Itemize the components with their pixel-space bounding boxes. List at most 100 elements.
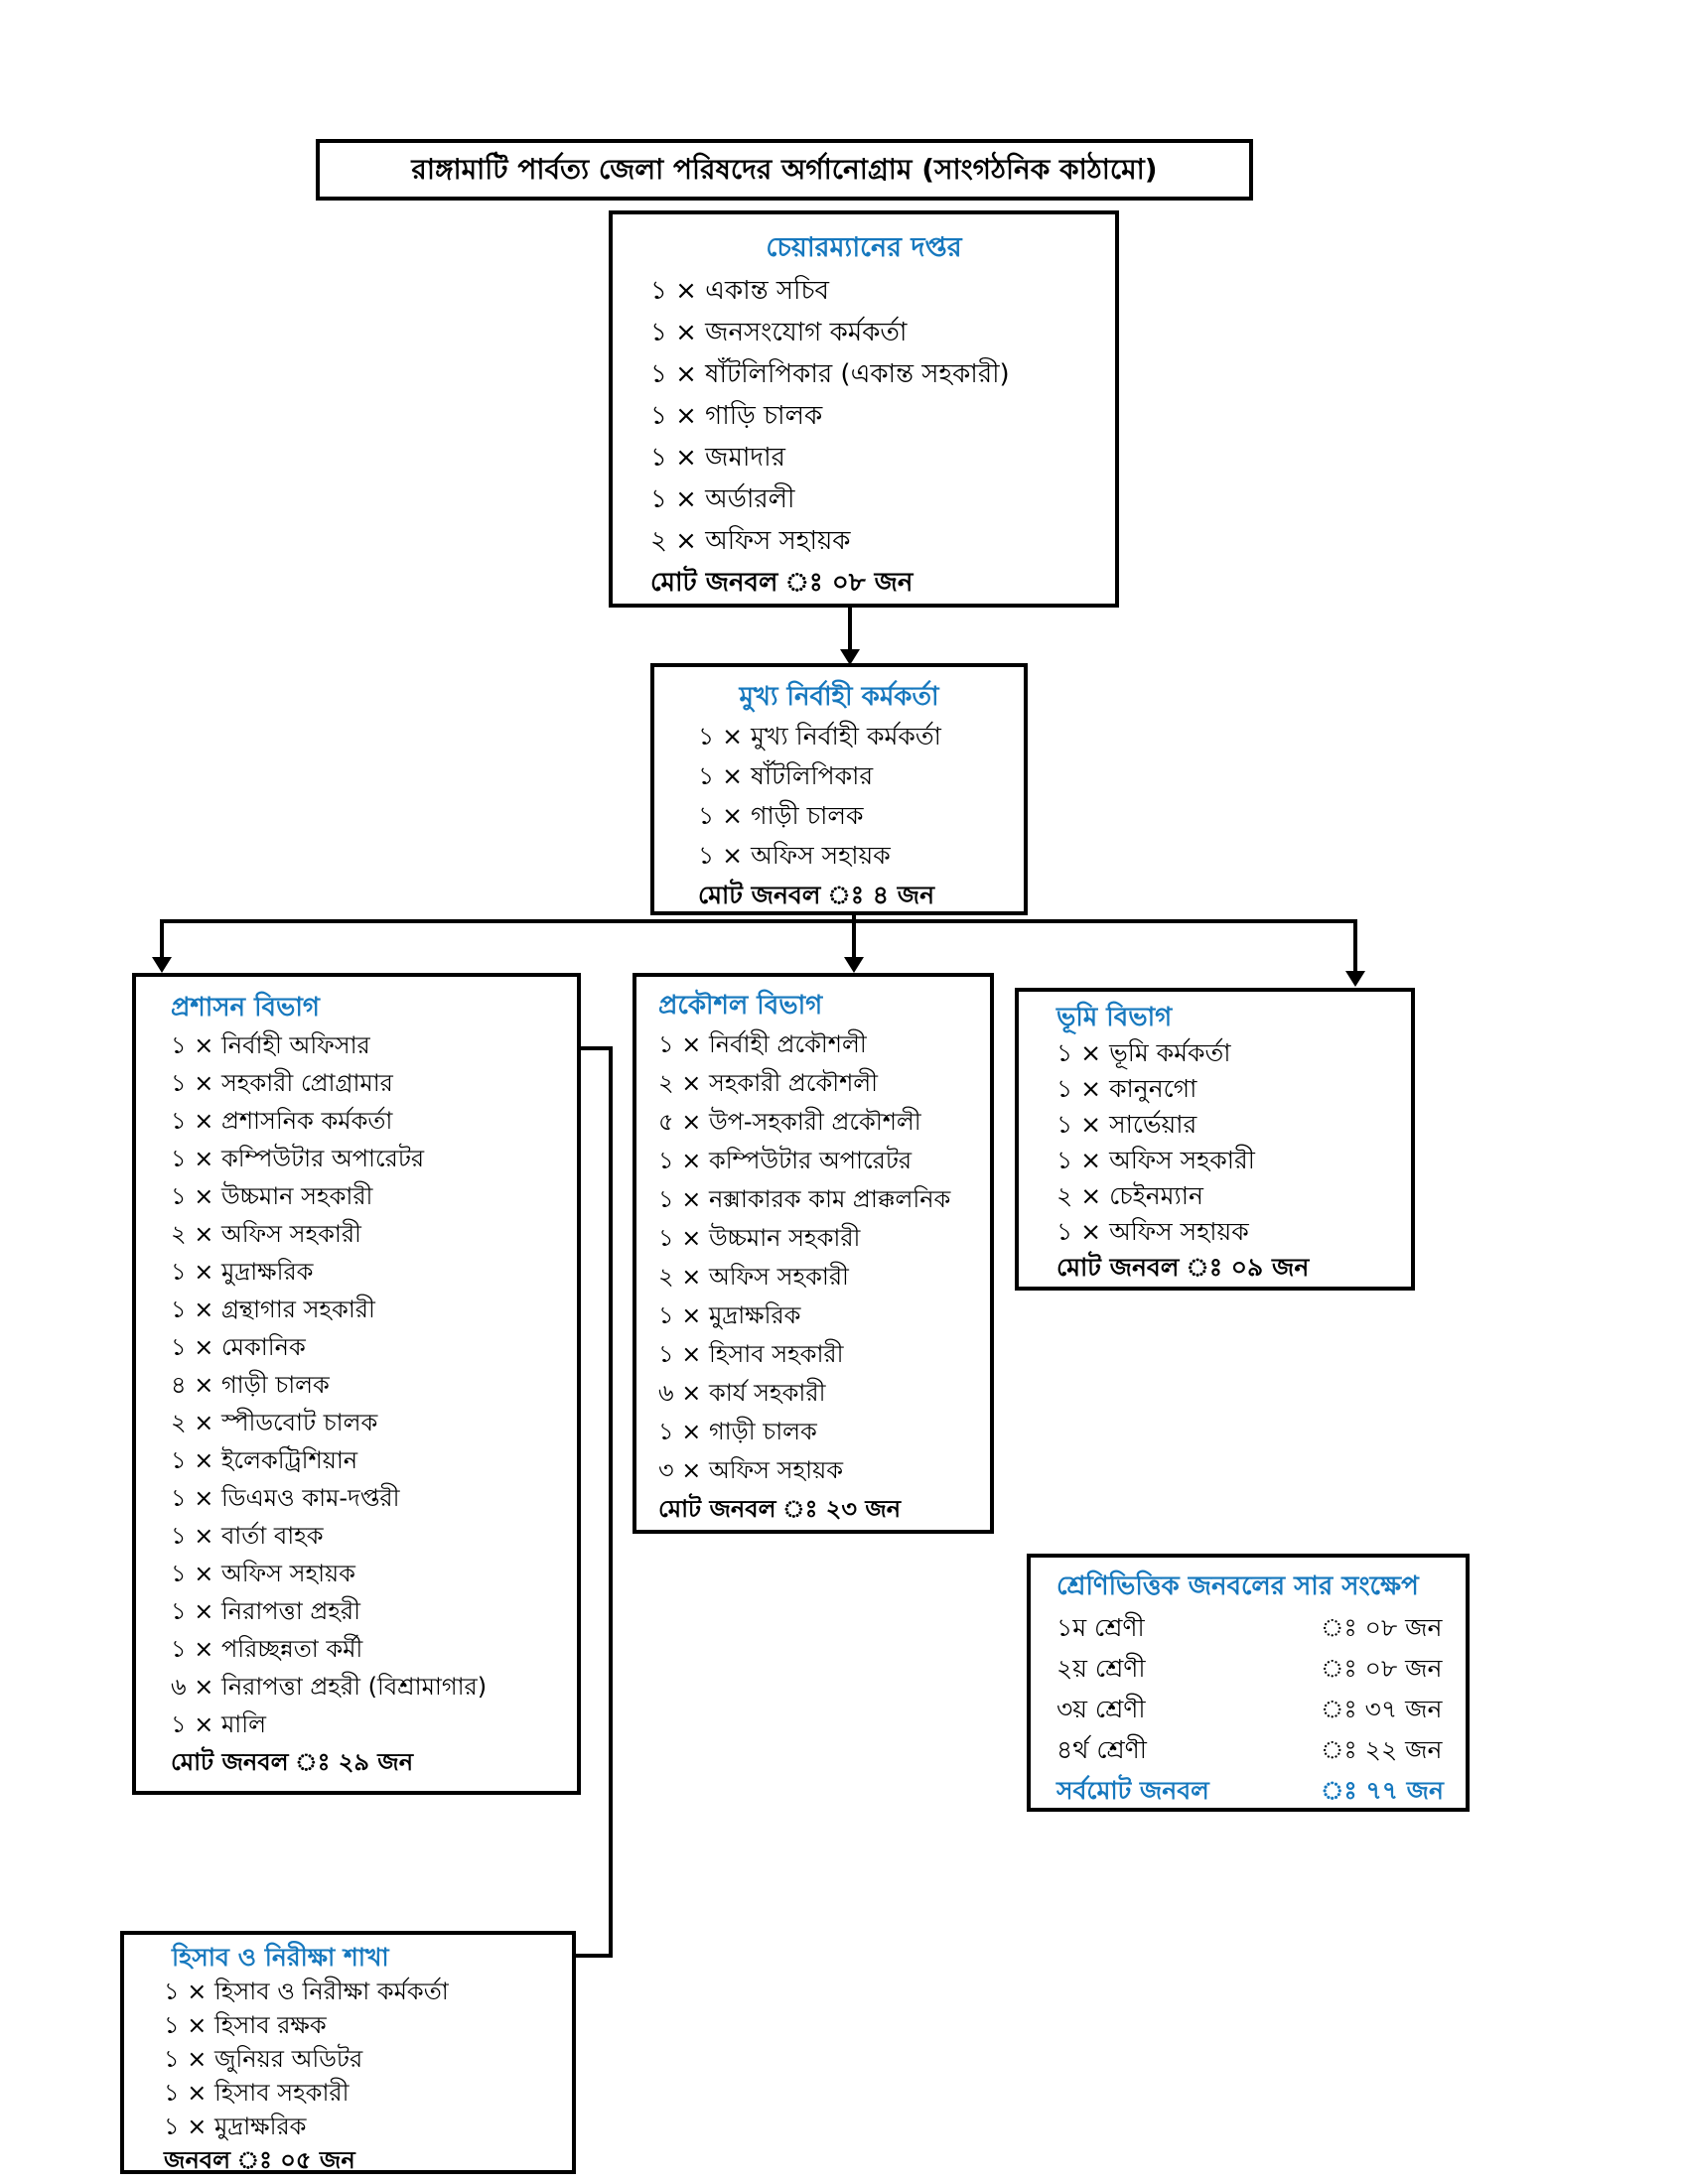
staff-item: ১ × সহকারী প্রোগ্রামার [171,1069,393,1097]
staff-item: ১ × উচ্চমান সহকারী [658,1224,861,1252]
summary-row-class4: ৪র্থ শ্রেণী ঃ ২২ জন [1056,1729,1443,1770]
staff-item: ১ × মালি [171,1710,266,1738]
land-division-total: মোট জনবল ঃ ০৯ জন [1056,1253,1310,1282]
staff-item: ১ × ডিএমও কাম-দপ্তরী [171,1484,400,1512]
manpower-summary-box: শ্রেণিভিত্তিক জনবলের সার সংক্ষেপ ১ম শ্রে… [1027,1554,1470,1812]
admin-to-accounts-stub-top [581,1046,613,1050]
staff-item: ১ × ইলেকট্রিশিয়ান [171,1446,358,1474]
staff-item: ১ × নির্বাহী অফিসার [171,1031,370,1059]
manpower-summary-title: শ্রেণিভিত্তিক জনবলের সার সংক্ষেপ [1056,1571,1419,1601]
chief-executive-items: ১ × মুখ্য নির্বাহী কর্মকর্তা ১ × ষাঁটলিপি… [698,717,1024,876]
summary-row-label: ৩য় শ্রেণী [1056,1695,1146,1723]
staff-item: ১ × প্রশাসনিক কর্মকর্তা [171,1107,393,1135]
staff-item: ১ × মেকানিক [171,1333,306,1361]
admin-to-accounts-line [609,1046,613,1958]
chairman-office-total: মোট জনবল ঃ ০৮ জন [650,568,914,598]
staff-item: ১ × অর্ডারলী [650,484,795,514]
summary-grand-total-label: সর্বমোট জনবল [1056,1776,1209,1805]
staff-item: ১ × কম্পিউটার অপারেটর [658,1147,913,1174]
engineering-division-title: প্রকৌশল বিভাগ [658,991,823,1021]
staff-item: ১ × হিসাব ও নিরীক্ষা কর্মকর্তা [164,1978,449,2005]
page-title: রাঙ্গামাটি পার্বত্য জেলা পরিষদের অর্গানো… [411,153,1158,186]
summary-row-class2: ২য় শ্রেণী ঃ ০৮ জন [1056,1648,1442,1689]
accounts-audit-section-box: হিসাব ও নিরীক্ষা শাখা ১ × হিসাব ও নিরীক্… [120,1931,576,2174]
staff-item: ৬ × কার্য সহকারী [658,1379,826,1407]
summary-row-value: ঃ ০৮ জন [1321,1613,1443,1642]
staff-item: ১ × নক্সাকারক কাম প্রাক্কলনিক [658,1185,951,1213]
summary-row-label: ৪র্থ শ্রেণী [1056,1735,1147,1764]
staff-item: ১ × ষাঁটলিপিকার [698,761,874,790]
staff-item: ৬ × নিরাপত্তা প্রহরী (বিশ্রামাগার) [171,1673,488,1701]
staff-item: ২ × অফিস সহকারী [171,1220,361,1248]
summary-grand-total-row: সর্বমোট জনবল ঃ ৭৭ জন [1056,1770,1444,1812]
chairman-to-ceo-arrow-icon [840,649,860,665]
divisions-connector-line [160,919,1357,923]
admin-drop-line [160,919,164,959]
staff-item: ১ × অফিস সহায়ক [698,841,891,870]
staff-item: ৩ × অফিস সহায়ক [658,1456,843,1484]
accounts-audit-section-title: হিসাব ও নিরীক্ষা শাখা [172,1943,389,1972]
staff-item: ১ × অফিস সহকারী [1056,1146,1255,1174]
administration-division-box: প্রশাসন বিভাগ ১ × নির্বাহী অফিসার ১ × সহক… [132,973,581,1795]
staff-item: ২ × সহকারী প্রকৌশলী [658,1069,879,1097]
staff-item: ১ × ষাঁটলিপিকার (একান্ত সহকারী) [650,359,1010,389]
staff-item: ৪ × গাড়ী চালক [171,1371,330,1399]
staff-item: ১ × মুদ্রাক্ষরিক [171,1258,314,1286]
staff-item: ১ × জুনিয়র অডিটর [164,2045,363,2073]
staff-item: ১ × জনসংযোগ কর্মকর্তা [650,318,908,347]
chief-executive-box: মুখ্য নির্বাহী কর্মকর্তা ১ × মুখ্য নির্ব… [650,663,1028,915]
summary-grand-total-value: ঃ ৭৭ জন [1321,1776,1444,1805]
staff-item: ১ × হিসাব সহকারী [658,1340,844,1368]
staff-item: ১ × গাড়ি চালক [650,401,823,431]
staff-item: ১ × গাড়ী চালক [658,1418,817,1445]
staff-item: ১ × ভূমি কর্মকর্তা [1056,1038,1231,1067]
chairman-office-title: চেয়ারম্যানের দপ্তর [766,232,962,263]
administration-division-total: মোট জনবল ঃ ২৯ জন [171,1748,414,1776]
chairman-office-items: ১ × একান্ত সচিব ১ × জনসংযোগ কর্মকর্তা ১ × … [650,270,1115,562]
summary-row-class3: ৩য় শ্রেণী ঃ ৩৭ জন [1056,1689,1443,1729]
chief-executive-title: মুখ্য নির্বাহী কর্মকর্তা [739,682,939,712]
engineering-drop-line [852,919,856,959]
land-drop-arrow-icon [1345,971,1365,987]
summary-row-label: ১ম শ্রেণী [1056,1613,1145,1642]
summary-row-value: ঃ ৩৭ জন [1321,1695,1443,1723]
land-drop-line [1353,919,1357,973]
staff-item: ২ × চেইনম্যান [1056,1181,1203,1210]
staff-item: ১ × কম্পিউটার অপারেটর [171,1145,425,1172]
engineering-division-total: মোট জনবল ঃ ২৩ জন [658,1495,902,1523]
staff-item: ১ × মুদ্রাক্ষরিক [658,1301,801,1329]
land-division-items: ১ × ভূমি কর্মকর্তা১ × কানুনগো১ × সার্ভেয… [1056,1035,1411,1250]
staff-item: ১ × মুখ্য নির্বাহী কর্মকর্তা [698,722,941,751]
staff-item: ১ × মুদ্রাক্ষরিক [164,2113,307,2140]
staff-item: ১ × বার্তা বাহক [171,1522,324,1550]
staff-item: ১ × অফিস সহায়ক [1056,1217,1249,1246]
staff-item: ২ × স্পীডবোট চালক [171,1409,378,1436]
chairman-to-ceo-line [848,608,852,651]
land-division-box: ভূমি বিভাগ ১ × ভূমি কর্মকর্তা ১ × কানুনগো… [1015,988,1415,1291]
land-division-title: ভূমি বিভাগ [1056,1003,1173,1032]
admin-drop-arrow-icon [152,957,172,973]
summary-row-label: ২য় শ্রেণী [1056,1654,1146,1683]
accounts-audit-section-items: ১ × হিসাব ও নিরীক্ষা কর্মকর্তা১ × হিসাব … [164,1975,572,2143]
staff-item: ১ × উচ্চমান সহকারী [171,1182,373,1210]
summary-row-class1: ১ম শ্রেণী ঃ ০৮ জন [1056,1607,1443,1648]
accounts-audit-section-total: জনবল ঃ ০৫ জন [164,2146,355,2174]
staff-item: ১ × গ্রন্থাগার সহকারী [171,1296,375,1323]
staff-item: ১ × গাড়ী চালক [698,801,864,830]
administration-division-items: ১ × নির্বাহী অফিসার ১ × সহকারী প্রোগ্রামা… [171,1026,577,1743]
chairman-office-box: চেয়ারম্যানের দপ্তর ১ × একান্ত সচিব ১ × জ… [609,210,1119,608]
staff-item: ২ × অফিস সহায়ক [650,526,851,556]
ceo-stub-line [852,913,856,923]
staff-item: ১ × কানুনগো [1056,1074,1197,1103]
staff-item: ৫ × উপ-সহকারী প্রকৌশলী [658,1108,921,1136]
summary-row-value: ঃ ২২ জন [1321,1735,1443,1764]
engineering-division-items: ১ × নির্বাহী প্রকৌশলী ২ × সহকারী প্রকৌশলী… [658,1025,990,1490]
staff-item: ২ × অফিস সহকারী [658,1263,849,1291]
engineering-division-box: প্রকৌশল বিভাগ ১ × নির্বাহী প্রকৌশলী ২ × স… [633,973,994,1534]
page-title-box: রাঙ্গামাটি পার্বত্য জেলা পরিষদের অর্গানো… [316,139,1253,201]
staff-item: ১ × অফিস সহায়ক [171,1560,355,1587]
staff-item: ১ × একান্ত সচিব [650,276,829,306]
staff-item: ১ × নির্বাহী প্রকৌশলী [658,1030,867,1058]
administration-division-title: প্রশাসন বিভাগ [171,993,320,1023]
